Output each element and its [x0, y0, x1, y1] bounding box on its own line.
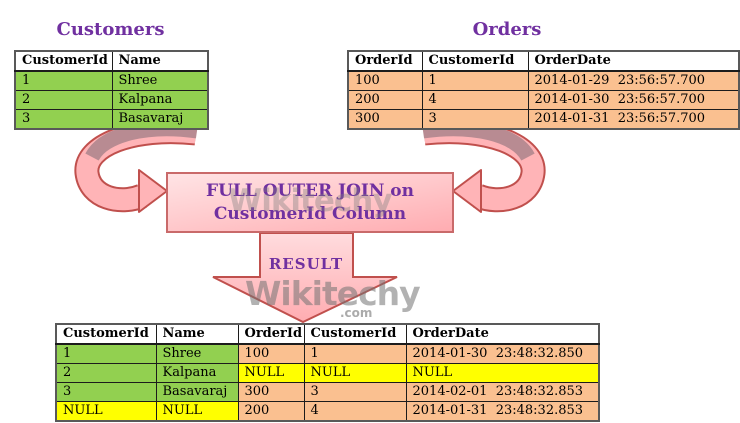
- table-cell: 3: [303, 382, 407, 402]
- table-cell: 2014-01-31 23:48:32.853: [405, 401, 600, 422]
- table-cell: 200: [237, 401, 305, 422]
- curved-arrow-right-head: [452, 169, 482, 213]
- column-header: CustomerId: [303, 323, 407, 345]
- table-cell: Basavaraj: [155, 382, 239, 402]
- table-cell: Basavaraj: [111, 109, 209, 130]
- table-cell: 2014-01-30 23:48:32.850: [405, 343, 600, 364]
- table-cell: NULL: [303, 363, 407, 383]
- join-operation-box: FULL OUTER JOIN on CustomerId Column: [166, 172, 454, 233]
- table-cell: 300: [237, 382, 305, 402]
- table-cell: 2: [55, 363, 157, 383]
- table-cell: Shree: [155, 343, 239, 364]
- table-cell: 3: [14, 109, 113, 130]
- table-cell: 1: [14, 70, 113, 91]
- table-cell: 100: [347, 70, 423, 91]
- column-header: CustomerId: [55, 323, 157, 345]
- result-label: RESULT: [268, 255, 344, 273]
- table-cell: Kalpana: [155, 363, 239, 383]
- column-header: OrderDate: [405, 323, 600, 345]
- column-header: OrderDate: [527, 50, 740, 72]
- column-header: Name: [155, 323, 239, 345]
- column-header: OrderId: [347, 50, 423, 72]
- table-cell: 3: [421, 109, 529, 130]
- table-cell: 1: [55, 343, 157, 364]
- orders-table-title: Orders: [472, 19, 542, 40]
- table-cell: 1: [303, 343, 407, 364]
- table-cell: 200: [347, 90, 423, 110]
- table-cell: NULL: [155, 401, 239, 422]
- table-cell: NULL: [237, 363, 305, 383]
- customers-table-title: Customers: [56, 19, 165, 40]
- table-cell: 3: [55, 382, 157, 402]
- table-cell: 300: [347, 109, 423, 130]
- column-header: Name: [111, 50, 209, 72]
- table-cell: NULL: [405, 363, 600, 383]
- table-cell: Kalpana: [111, 90, 209, 110]
- curved-arrow-left-head: [138, 169, 168, 213]
- table-cell: 4: [421, 90, 529, 110]
- table-cell: 2014-01-30 23:56:57.700: [527, 90, 740, 110]
- table-cell: 2014-01-31 23:56:57.700: [527, 109, 740, 130]
- table-cell: 2014-01-29 23:56:57.700: [527, 70, 740, 91]
- join-box-line1: FULL OUTER JOIN on: [206, 181, 414, 201]
- result-down-arrow: [212, 232, 398, 324]
- table-cell: 2014-02-01 23:48:32.853: [405, 382, 600, 402]
- table-cell: 4: [303, 401, 407, 422]
- column-header: OrderId: [237, 323, 305, 345]
- column-header: CustomerId: [14, 50, 113, 72]
- table-cell: NULL: [55, 401, 157, 422]
- column-header: CustomerId: [421, 50, 529, 72]
- table-cell: Shree: [111, 70, 209, 91]
- table-cell: 1: [421, 70, 529, 91]
- table-cell: 100: [237, 343, 305, 364]
- table-cell: 2: [14, 90, 113, 110]
- join-box-line2: CustomerId Column: [213, 204, 407, 224]
